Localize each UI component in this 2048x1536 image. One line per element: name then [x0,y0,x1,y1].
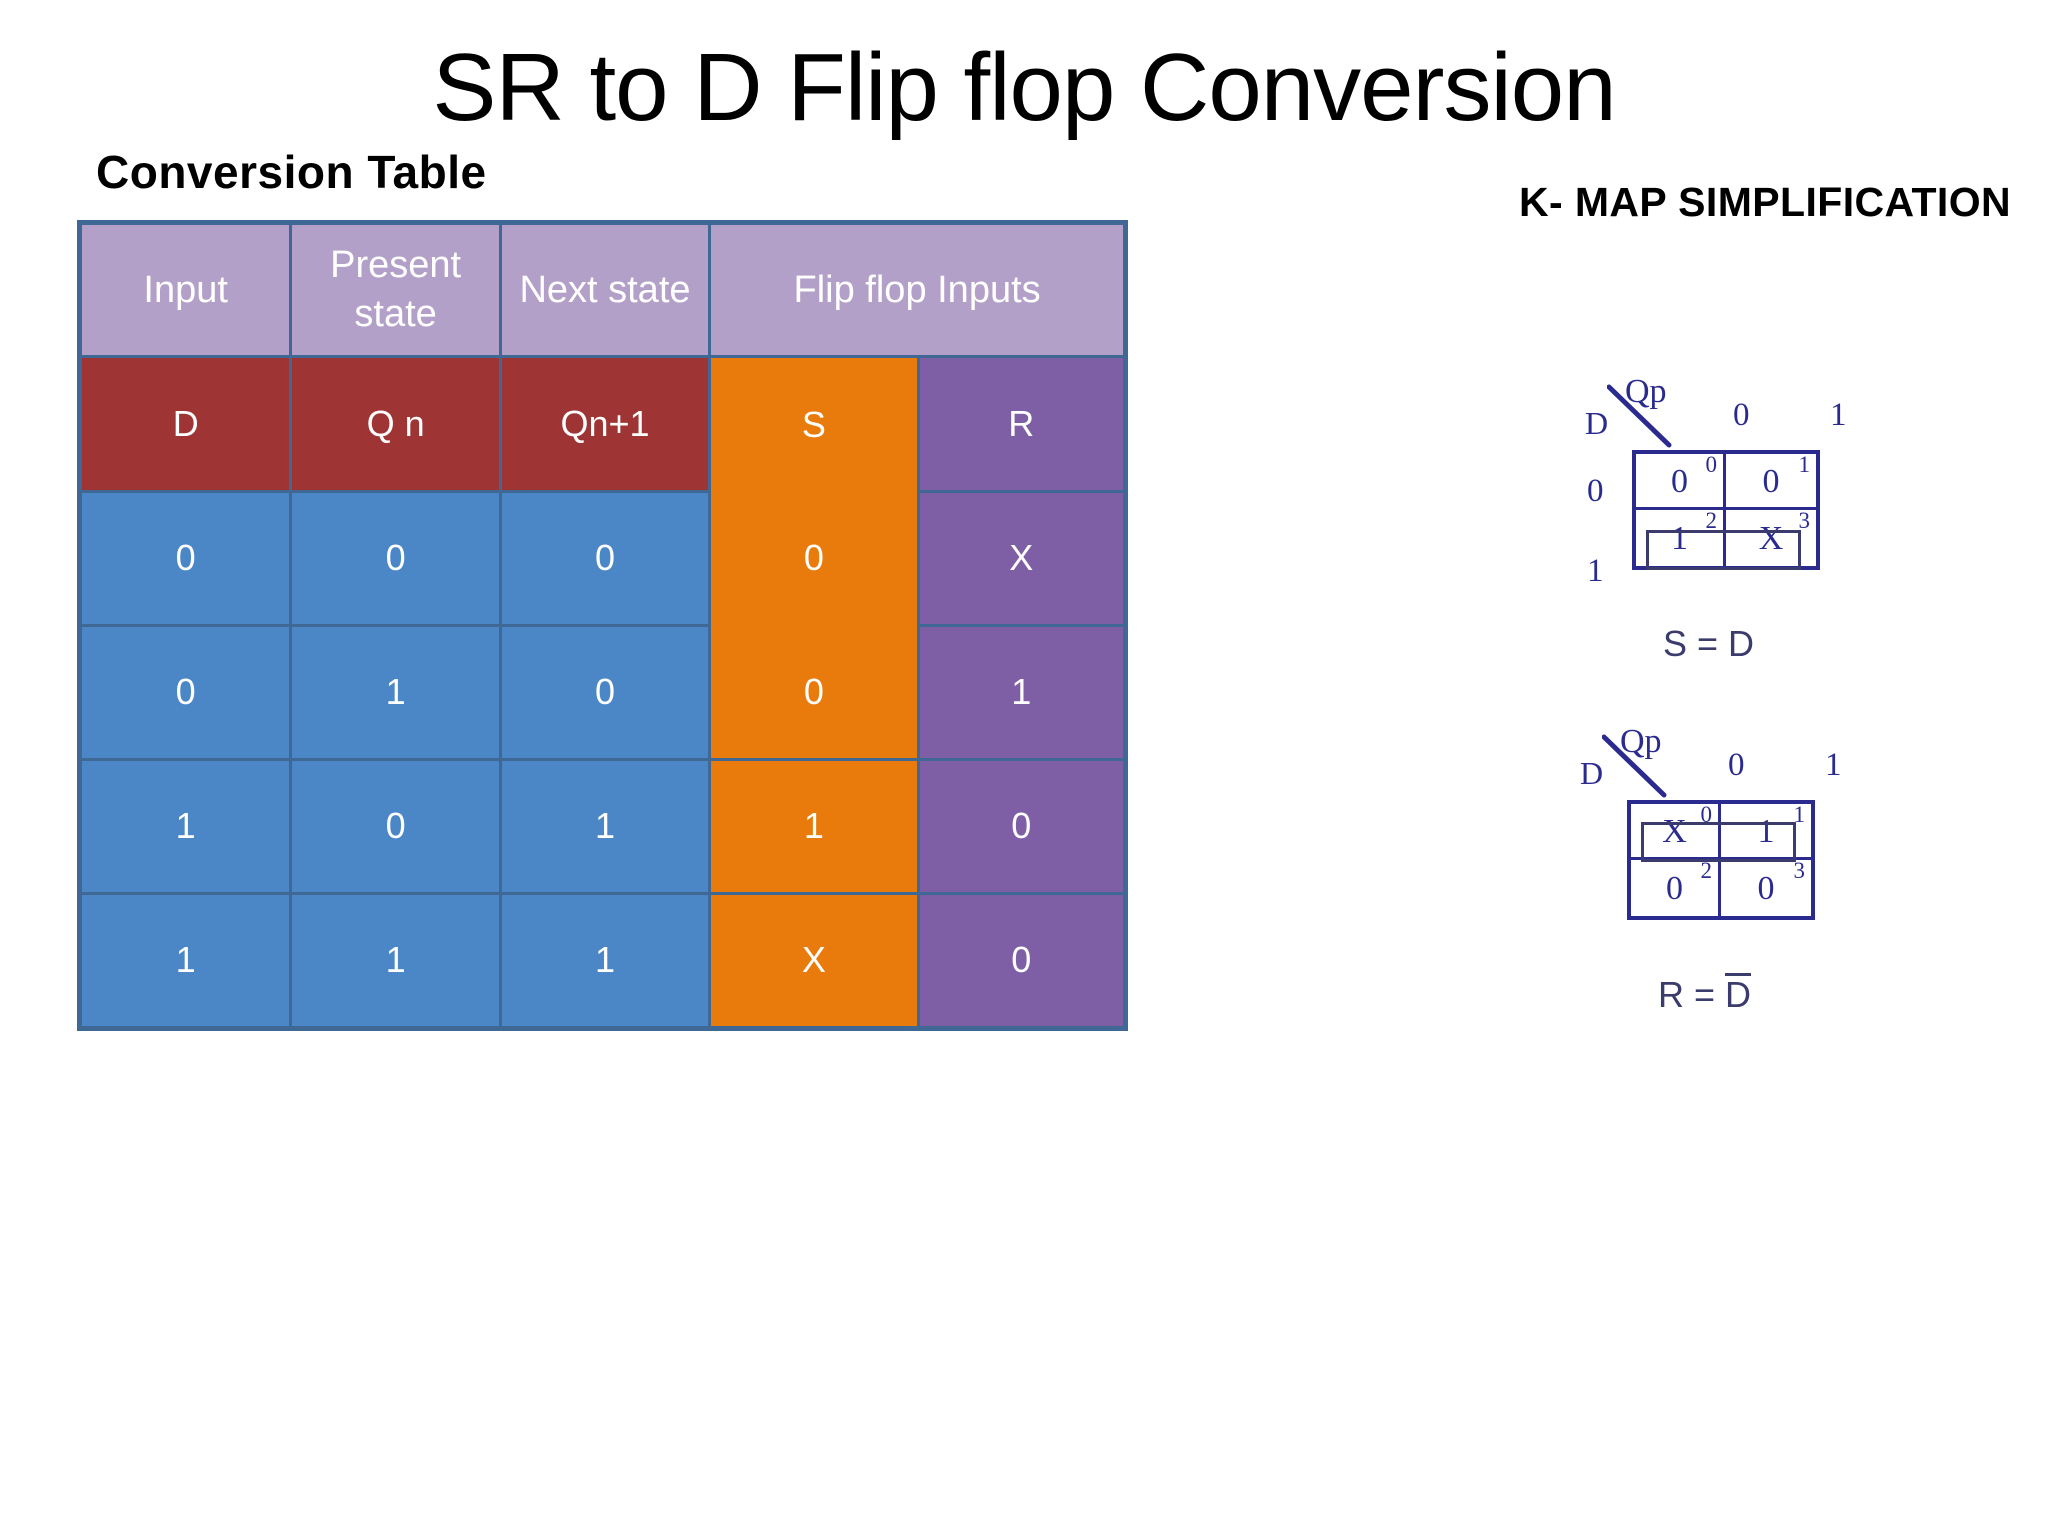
table-row: 0 1 0 0 1 [77,624,1128,761]
kmap-r-cell-0-index: 0 [1700,802,1713,827]
kmap-s-row-label-1: 1 [1587,553,1604,589]
cell-r-r2: 0 [916,758,1128,895]
symbol-r: R [916,355,1128,493]
cell-qn1-r2: 1 [498,758,712,895]
header-input: Input [77,221,293,358]
kmap-r-cell-3-value: 0 [1757,870,1775,908]
kmap-r: D Qp 0 1 0 X 1 1 2 0 3 0 R = D [1580,723,1842,1015]
kmap-s-grouping-box [1646,530,1801,570]
kmap-r-col-var-label: Qp [1620,723,1662,760]
kmap-r-result: R = D [1658,973,1752,1016]
header-next-state: Next state [498,221,712,358]
conversion-table-label: Conversion Table [96,146,487,198]
table-row: 1 0 1 1 0 [77,758,1128,895]
cell-qn-r1: 1 [289,624,502,761]
table-header-group-row: Input Present state Next state Flip flop… [77,221,1127,358]
cell-r-r1: 1 [916,624,1128,761]
kmap-s-result: S = D [1663,623,1754,665]
symbol-d: D [77,355,293,493]
kmap-r-row-var-label: D [1580,755,1604,791]
kmap-r-cell-2: 2 0 [1631,858,1721,916]
cell-d-r1: 0 [77,624,293,761]
kmap-s-col-var-label: Qp [1625,373,1667,410]
kmap-r-cell-0: 0 X [1631,802,1721,860]
header-flip-flop-inputs: Flip flop Inputs [708,221,1127,358]
kmap-s: D Qp 0 1 0 1 0 0 1 0 2 1 3 X S = D [1585,373,1847,664]
symbol-qn1: Qn+1 [498,355,712,493]
cell-qn1-r3: 1 [498,892,712,1030]
cell-qn-r0: 0 [289,490,502,627]
cell-d-r2: 1 [77,758,293,895]
kmap-r-diagonal-icon [1602,734,1667,798]
symbol-s: S [708,355,920,492]
kmap-s-col-label-1: 1 [1830,397,1847,433]
kmap-s-cell-0-value: 0 [1671,462,1688,500]
kmap-r-cell-2-value: 0 [1666,870,1683,908]
kmap-s-cell-3-index: 3 [1798,508,1811,533]
conversion-table: Input Present state Next state Flip flop… [77,220,1128,1031]
kmap-r-cell-0-value: X [1662,812,1687,850]
kmap-r-col-label-0: 0 [1728,747,1745,783]
kmap-s-result-rhs: D [1728,623,1755,664]
kmap-r-cell-3-index: 3 [1793,858,1806,883]
kmap-r-axis-corner: D Qp [1580,723,1710,805]
cell-r-r3: 0 [916,892,1128,1030]
kmap-s-result-lhs: S = [1663,623,1729,664]
cell-s-r3: X [708,892,920,1030]
kmap-s-cell-3: 3 X [1726,508,1816,566]
page-title: SR to D Flip flop Conversion [432,34,1616,141]
kmap-s-cell-1-index: 1 [1798,452,1811,477]
kmap-s-diagonal-icon [1607,384,1672,448]
cell-s-r0: 0 [708,491,920,626]
kmap-r-cell-1-index: 1 [1793,802,1806,827]
kmap-r-col-label-1: 1 [1825,747,1842,783]
table-symbol-row: D Q n Qn+1 S R [77,355,1128,493]
kmap-simplification-heading: K- MAP SIMPLIFICATION [1518,179,2012,225]
cell-qn1-r0: 0 [498,490,712,627]
kmap-s-cell-1: 1 0 [1726,452,1816,510]
cell-qn-r2: 0 [289,758,502,895]
kmap-s-cell-2-index: 2 [1705,508,1718,533]
cell-qn-r3: 1 [289,892,502,1030]
table-row: 0 0 0 0 X [77,490,1128,627]
kmap-r-result-rhs: D [1725,973,1752,1015]
kmap-r-grouping-box [1641,822,1796,862]
cell-d-r0: 0 [77,490,293,627]
cell-s-r2: 1 [708,758,920,895]
cell-r-r0: X [916,490,1128,627]
kmap-s-row-var-label: D [1585,405,1609,441]
kmap-r-cell-3: 3 0 [1721,858,1811,916]
kmap-s-row-label-0: 0 [1587,473,1604,509]
kmap-s-cell-0: 0 0 [1636,452,1726,510]
symbol-qn: Q n [289,355,502,493]
header-present-state: Present state [289,221,502,358]
kmap-r-cell-2-index: 2 [1700,858,1713,883]
kmap-r-result-lhs: R = [1658,974,1726,1015]
table-row: 1 1 1 X 0 [77,892,1128,1030]
kmap-s-grid: 0 0 1 0 2 1 3 X [1632,450,1820,570]
kmap-s-cell-1-value: 0 [1762,462,1780,500]
cell-s-r1: 0 [708,625,920,761]
kmap-s-col-label-0: 0 [1733,397,1750,433]
kmap-s-cell-0-index: 0 [1705,452,1718,477]
cell-d-r3: 1 [77,892,293,1030]
kmap-s-cell-3-value: X [1758,520,1784,558]
cell-qn1-r1: 0 [498,624,712,761]
kmap-s-axis-corner: D Qp [1585,373,1715,455]
